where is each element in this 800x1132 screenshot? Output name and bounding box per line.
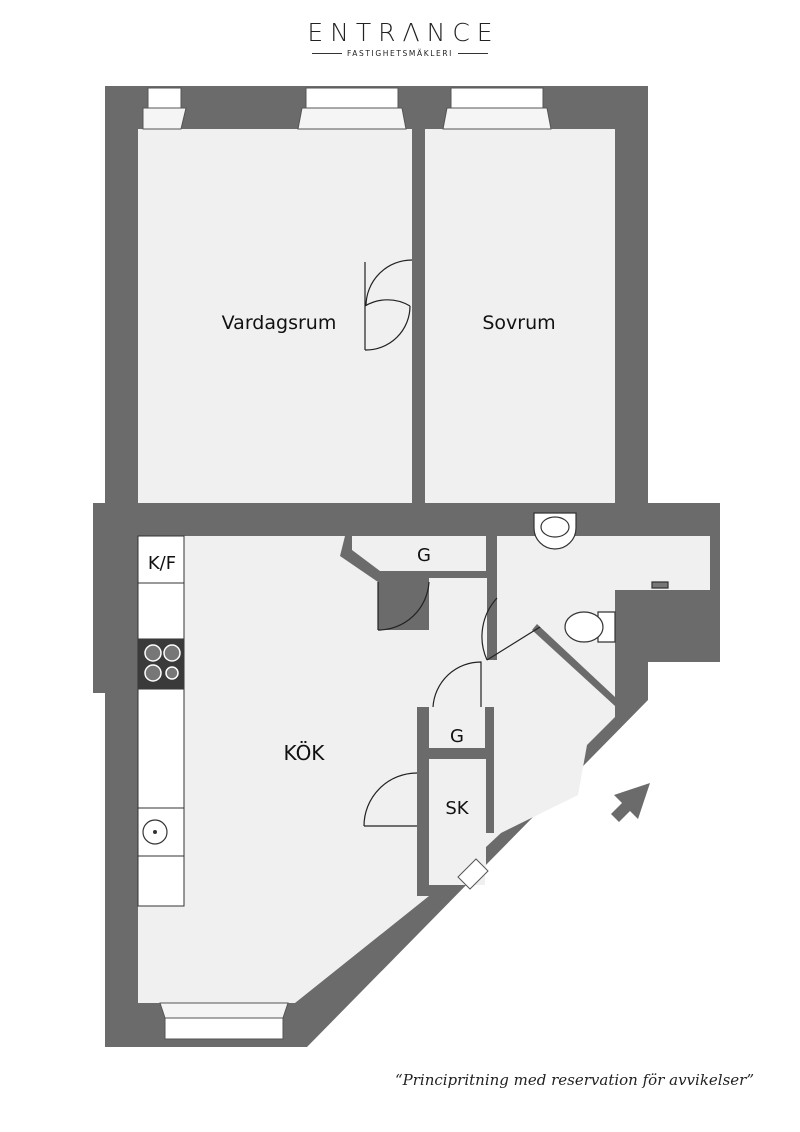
label-sovrum: Sovrum bbox=[482, 312, 555, 334]
double-door-living bbox=[364, 262, 411, 351]
double-door-arc-right bbox=[365, 259, 413, 307]
living-room-floor bbox=[138, 129, 412, 503]
brand-subtitle: FASTIGHETSMÄKLERI bbox=[347, 49, 453, 58]
stove-burner-3 bbox=[144, 664, 162, 682]
toilet bbox=[597, 611, 616, 643]
closet-divider bbox=[429, 748, 485, 759]
brand-subtitle-row: FASTIGHETSMÄKLERI bbox=[0, 49, 800, 58]
label-vardagsrum: Vardagsrum bbox=[222, 312, 337, 334]
window-top-left bbox=[147, 87, 182, 109]
brand-name: ENTRΛNCE bbox=[307, 18, 500, 47]
bathroom-fittings bbox=[533, 512, 669, 643]
windows bbox=[147, 87, 544, 1040]
partition-wall-upper bbox=[412, 129, 425, 260]
label-kok: KÖK bbox=[284, 741, 326, 765]
window-top-middle bbox=[305, 87, 399, 109]
window-diagonal bbox=[457, 858, 489, 890]
reveal-bottom bbox=[159, 1002, 289, 1019]
partition-wall-lower bbox=[412, 352, 425, 503]
washbasin-bowl bbox=[540, 516, 570, 538]
label-kf: K/F bbox=[148, 553, 176, 574]
toilet-bowl bbox=[564, 611, 604, 643]
closet-block-walls bbox=[417, 707, 494, 885]
disclaimer: “Principritning med reservation för avvi… bbox=[394, 1071, 754, 1089]
brand-logo: ENTRΛNCE FASTIGHETSMÄKLERI bbox=[0, 18, 800, 58]
closet-door-upper bbox=[377, 581, 430, 631]
kitchen-fittings bbox=[137, 535, 185, 907]
door-swings bbox=[363, 259, 541, 827]
reveal-top-middle bbox=[297, 107, 407, 130]
reveal-top-right bbox=[442, 107, 552, 130]
label-storage: SK bbox=[445, 798, 469, 819]
bedroom-floor bbox=[425, 129, 615, 503]
stove-burner-1 bbox=[144, 644, 162, 662]
counter bbox=[137, 535, 185, 907]
kitchen-north-wall-left bbox=[138, 503, 258, 536]
bathroom-door bbox=[481, 597, 541, 661]
sink-drain bbox=[153, 830, 157, 834]
window-top-right bbox=[450, 87, 544, 109]
logo-line-right bbox=[457, 53, 488, 54]
reveal-top-left bbox=[142, 107, 187, 130]
storage-door bbox=[363, 772, 418, 827]
bathroom-west-wall bbox=[486, 536, 497, 578]
stove-burner-4 bbox=[165, 666, 179, 680]
shower-fixture bbox=[651, 581, 669, 589]
label-closet-upper: G bbox=[417, 545, 431, 566]
logo-line-left bbox=[312, 53, 343, 54]
stove-burner-2 bbox=[163, 644, 181, 662]
lower-closet-floor bbox=[429, 719, 485, 753]
window-bottom bbox=[164, 1017, 284, 1040]
window-reveals bbox=[142, 107, 552, 1019]
closet-door-lower bbox=[432, 661, 482, 708]
upper-closet-wall bbox=[340, 536, 497, 582]
label-closet-lower: G bbox=[450, 726, 464, 747]
bathroom-diagonal-wall bbox=[532, 624, 615, 706]
entrance-arrow-icon bbox=[611, 783, 650, 822]
